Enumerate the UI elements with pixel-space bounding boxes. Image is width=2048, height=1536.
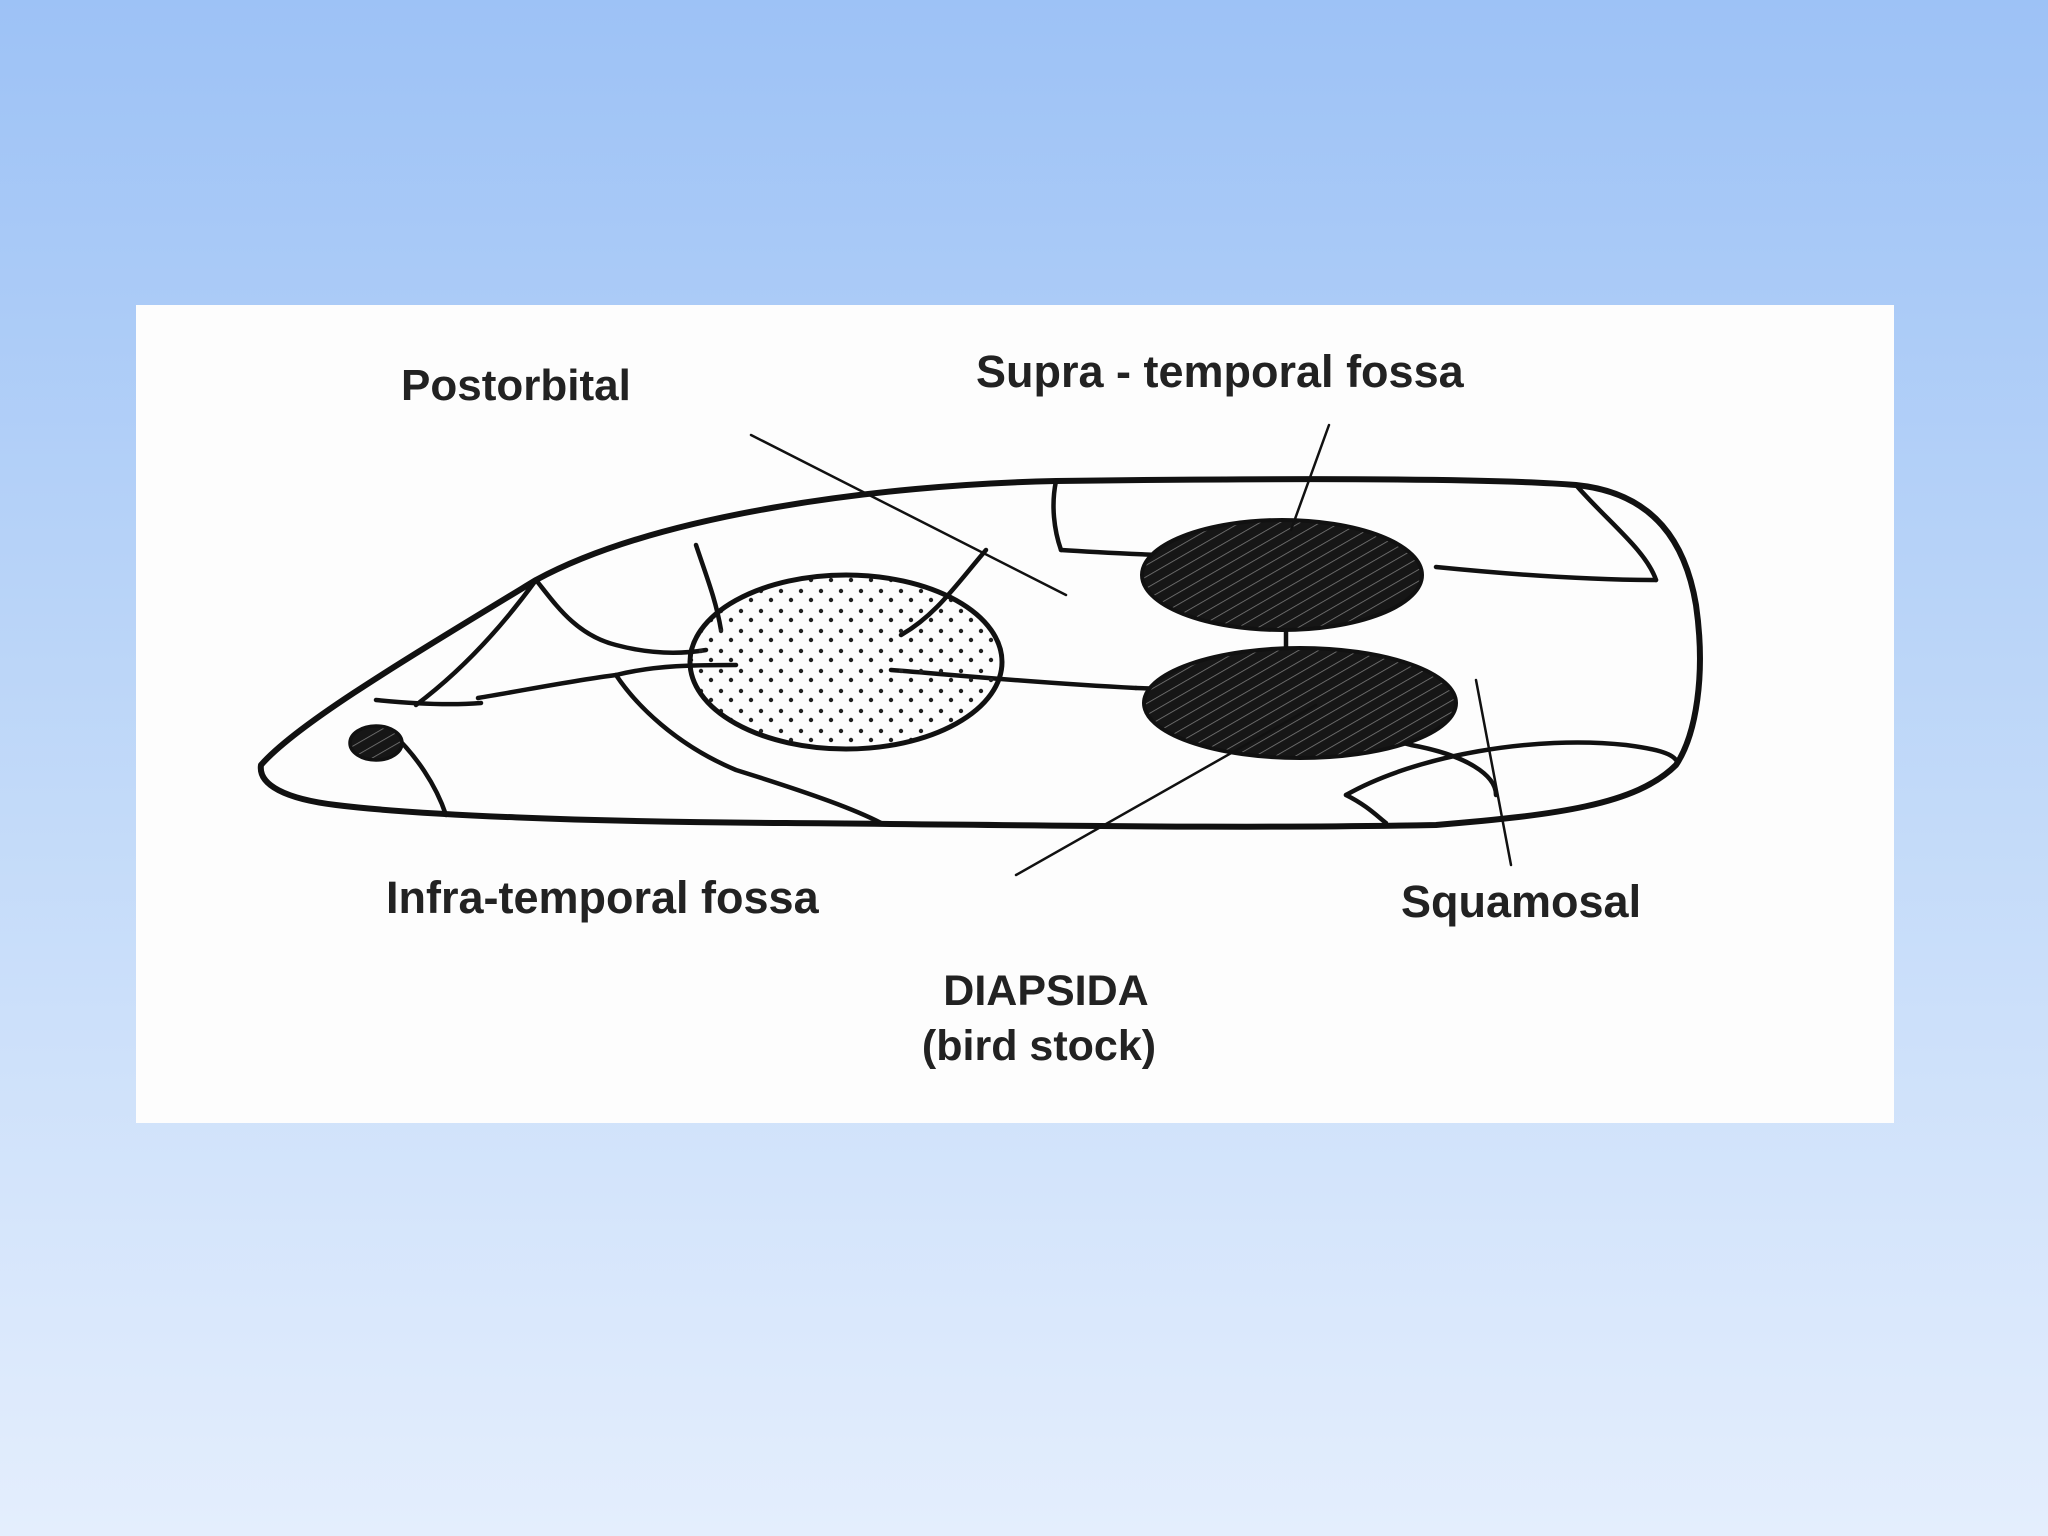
infra-temporal-leader <box>1014 703 1318 877</box>
skull-diagram: Postorbital Supra - temporal fossa Infra… <box>257 346 1703 1070</box>
caption-title: DIAPSIDA <box>943 967 1148 1015</box>
label-supra-temporal-fossa: Supra - temporal fossa <box>976 346 1465 397</box>
skull-outline <box>257 476 1703 830</box>
skull-sutures <box>373 478 1679 826</box>
orbit <box>687 572 1005 752</box>
diagram-panel: Postorbital Supra - temporal fossa Infra… <box>136 305 1894 1123</box>
label-squamosal: Squamosal <box>1401 876 1641 927</box>
infra-temporal-fossa <box>1142 646 1458 760</box>
supra-temporal-fossa <box>1140 518 1424 632</box>
label-infra-temporal-fossa: Infra-temporal fossa <box>386 872 820 923</box>
caption-subtitle: (bird stock) <box>922 1022 1156 1070</box>
squamosal-leader <box>1474 678 1513 867</box>
supra-temporal-leader <box>1289 423 1331 532</box>
nostril <box>348 724 404 762</box>
postorbital-leader <box>749 433 1068 597</box>
label-postorbital: Postorbital <box>401 361 631 410</box>
